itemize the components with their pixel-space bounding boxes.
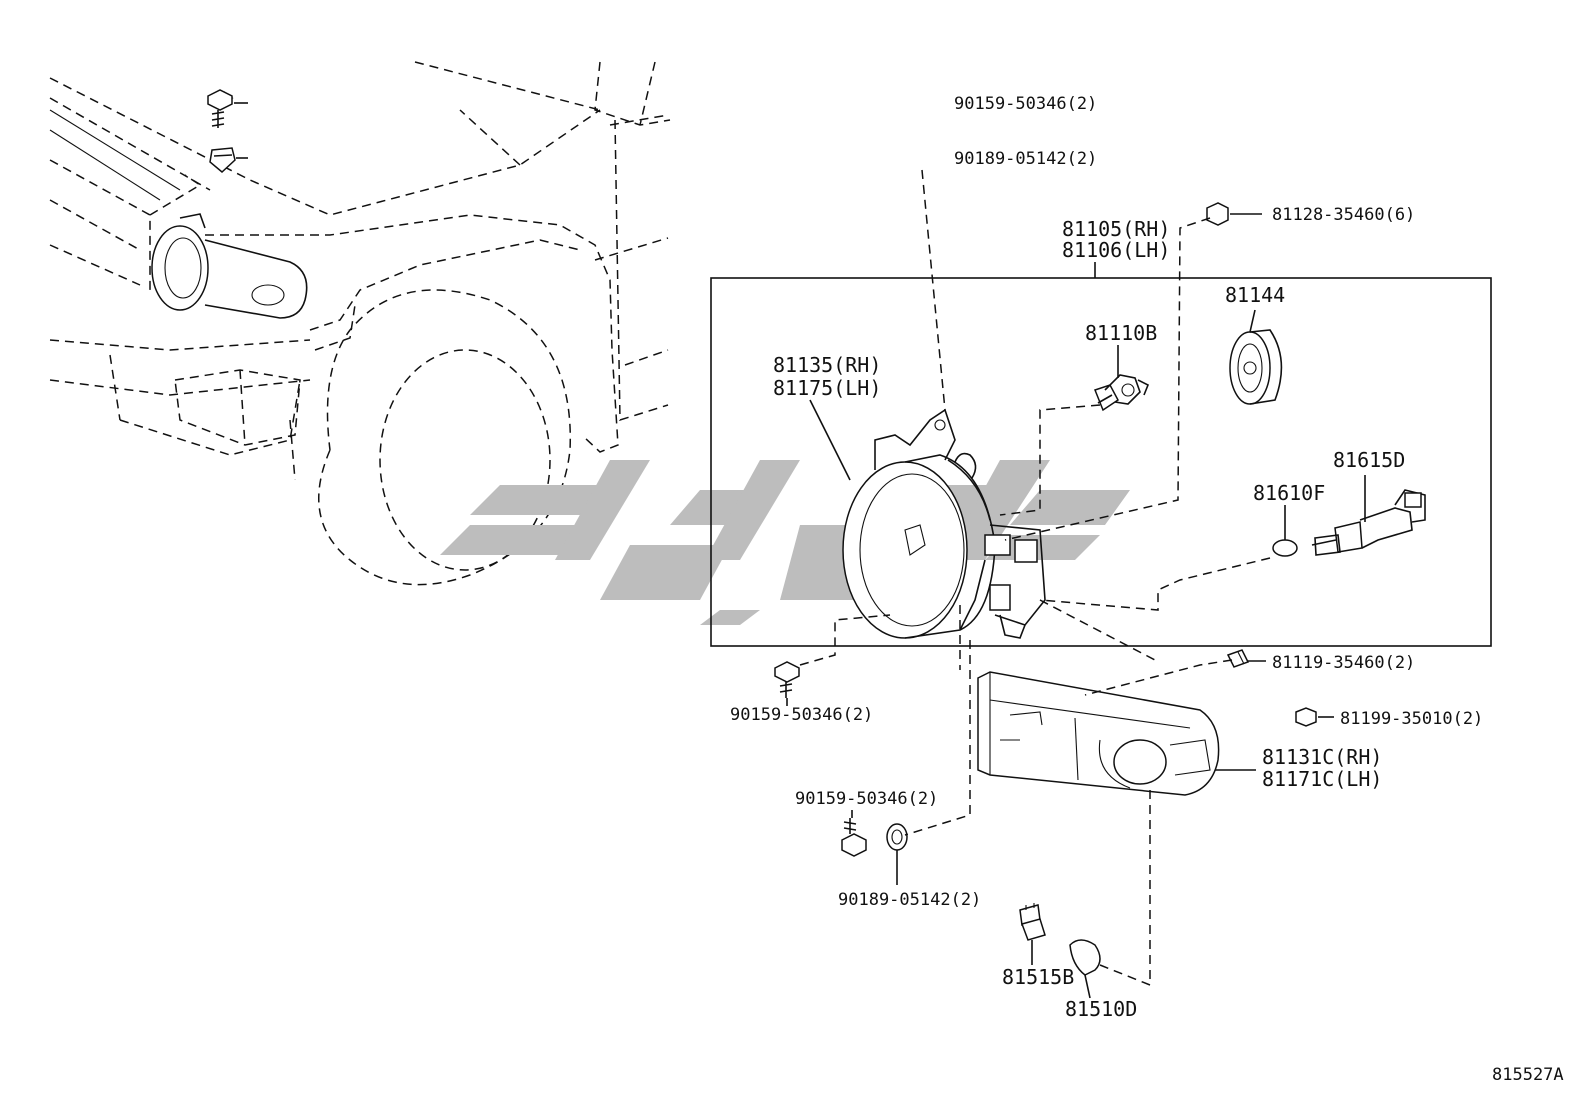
label-81144: 81144 [1225,283,1285,307]
screw-90159-low [841,818,867,857]
label-90159-mid: 90159-50346(2) [730,705,873,725]
nut-81128 [1206,202,1229,226]
socket-81615D [1311,489,1426,556]
bulb-81510D [1069,939,1101,976]
socket-81515B [1019,903,1046,941]
vehicle-front-sketch [49,61,671,586]
label-81171C: 81171C(LH) [1262,767,1382,791]
clip-81119 [1226,649,1250,668]
label-90159-top: 90159-50346(2) [954,94,1097,114]
diagram-id: 815527A [1492,1065,1564,1085]
headlamp-sketch [151,225,209,311]
cap-81144 [1229,329,1283,405]
label-81510D: 81510D [1065,997,1137,1021]
label-90189-low: 90189-05142(2) [838,890,981,910]
assembly-box [710,277,1492,647]
label-81175: 81175(LH) [773,376,881,400]
label-81199: 81199-35010(2) [1340,709,1483,729]
fog-lamp-unit [842,408,1046,639]
label-81128: 81128-35460(6) [1272,205,1415,225]
label-81615D: 81615D [1333,448,1405,472]
label-81119: 81119-35460(2) [1272,653,1415,673]
turn-lamp-81131C [977,671,1220,796]
label-81131C: 81131C(RH) [1262,745,1382,769]
label-81515B: 81515B [1002,965,1074,989]
bulb-81610F [1272,539,1298,557]
label-81106: 81106(LH) [1062,238,1170,262]
screw-90159-mid [774,661,800,698]
label-81135: 81135(RH) [773,353,881,377]
label-90189-top: 90189-05142(2) [954,149,1097,169]
label-81610F: 81610F [1253,481,1325,505]
clip-90189-low [886,823,908,851]
label-81110B: 81110B [1085,321,1157,345]
nut-81199 [1295,707,1317,727]
label-90159-low: 90159-50346(2) [795,789,938,809]
screw-90159-top [207,89,234,128]
dashed-leaders [799,169,1271,987]
clip-90189-top [209,147,236,173]
bulb-81110B [1094,374,1150,412]
part-labels: 90159-50346(2) 90189-05142(2) 81128-3546… [730,94,1564,1085]
solid-leaders [234,102,1366,999]
label-81105: 81105(RH) [1062,217,1170,241]
